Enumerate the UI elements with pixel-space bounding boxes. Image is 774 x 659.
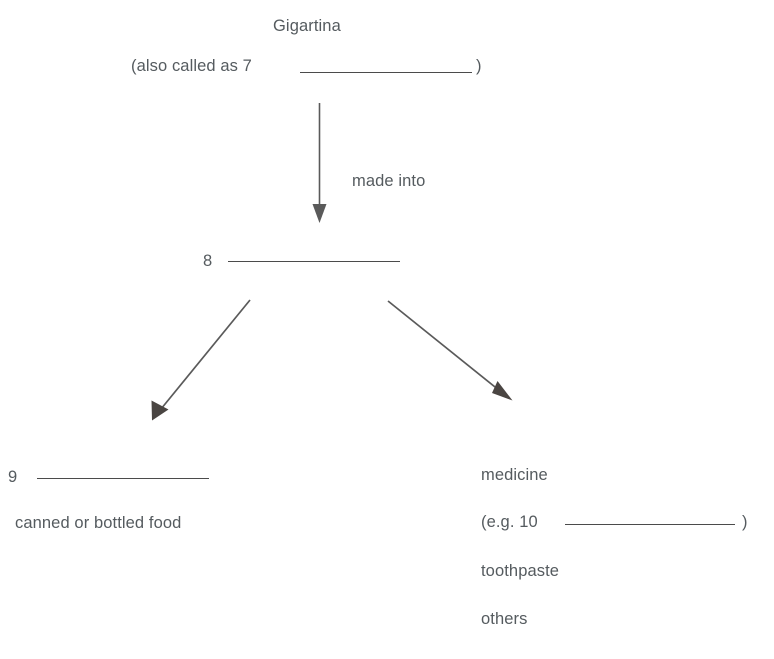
blank-answer-line-8[interactable] (228, 261, 400, 262)
arrow-down-made-into (312, 103, 327, 223)
node-number-9: 9 (8, 468, 18, 486)
branch-food-detail: canned or bottled food (15, 514, 182, 532)
blank-answer-line-10[interactable] (565, 524, 735, 525)
node-number-8: 8 (203, 252, 213, 270)
medicine-example-prefix: (e.g. 10 (481, 513, 538, 531)
alias-prefix-label: (also called as 7 (131, 57, 252, 75)
node-title-gigartina: Gigartina (273, 17, 341, 35)
edge-label-made-into: made into (352, 172, 426, 190)
branch-medicine-item-others: others (481, 610, 528, 628)
medicine-example-suffix-paren: ) (742, 513, 748, 531)
branch-medicine-item-toothpaste: toothpaste (481, 562, 560, 580)
alias-suffix-paren: ) (476, 57, 482, 75)
blank-answer-line-9[interactable] (37, 478, 209, 479)
arrow-diagonal-right (387, 300, 513, 401)
arrow-diagonal-left (151, 299, 251, 421)
branch-medicine-label: medicine (481, 466, 548, 484)
blank-answer-line-7[interactable] (300, 72, 472, 73)
